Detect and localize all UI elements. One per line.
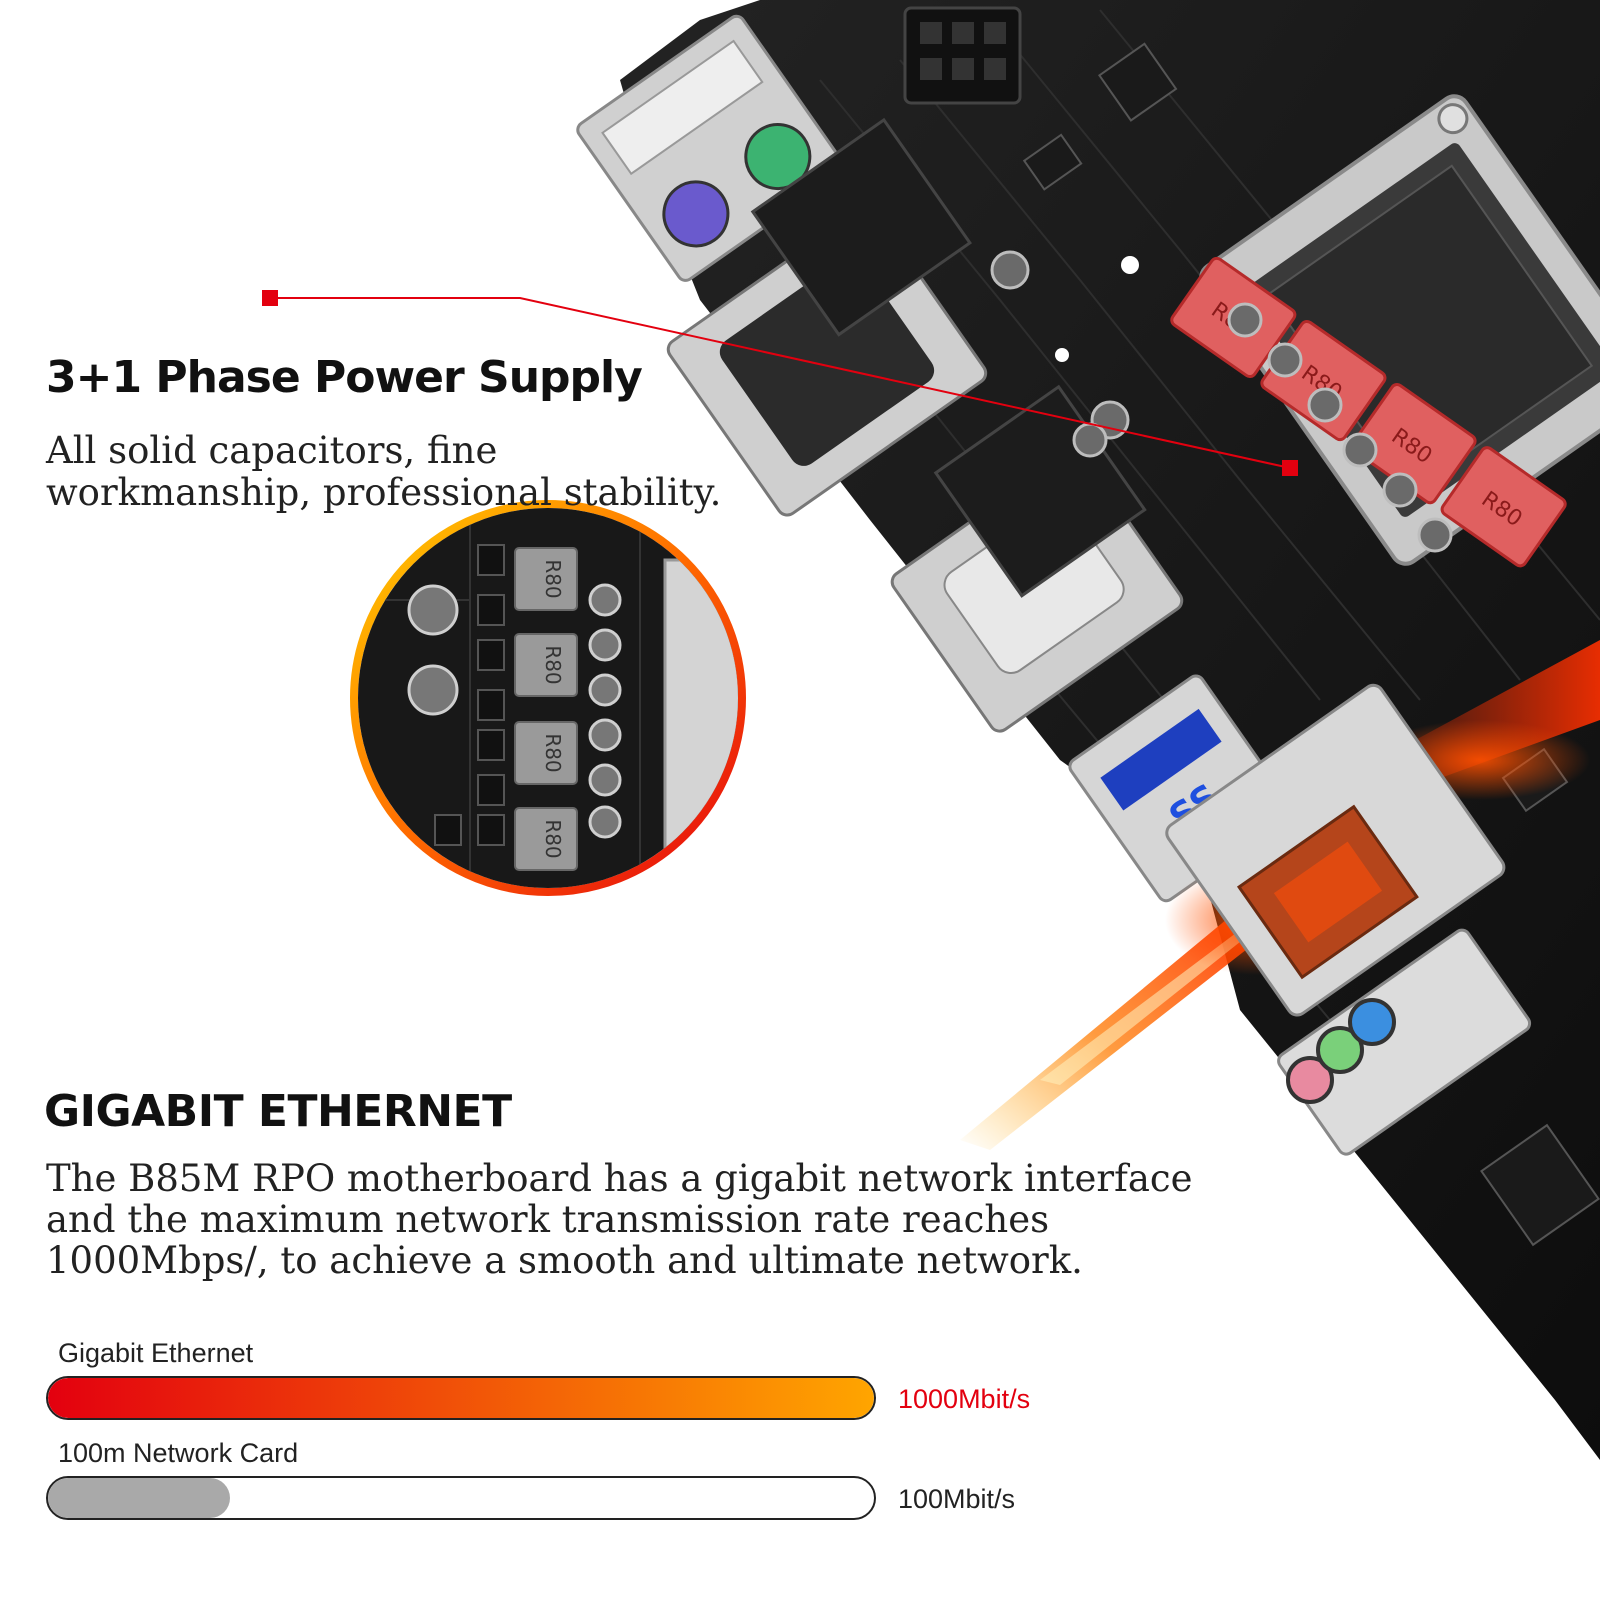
100m-speed-bar-fill bbox=[48, 1478, 230, 1518]
mounting-hole bbox=[1055, 348, 1069, 362]
zoom-circle: R80 R80 R80 R80 bbox=[350, 500, 746, 896]
gigabit-speed-bar-fill bbox=[48, 1378, 874, 1418]
svg-text:R80: R80 bbox=[541, 645, 565, 684]
power-connector bbox=[903, 6, 1022, 105]
zoom-inductor: R80 bbox=[514, 547, 578, 611]
gigabit-speed-value: 1000Mbit/s bbox=[898, 1384, 1031, 1414]
callout-pointer bbox=[262, 290, 1298, 476]
100m-speed-value: 100Mbit/s bbox=[898, 1484, 1016, 1514]
audio-jacks bbox=[1277, 928, 1532, 1156]
ethernet-section-description: The B85M RPO motherboard has a gigabit n… bbox=[46, 1157, 1193, 1282]
100m-speed-bar bbox=[46, 1476, 876, 1520]
zoom-inductor: R80 bbox=[514, 807, 578, 871]
mounting-hole bbox=[1121, 256, 1139, 274]
zoom-inductor: R80 bbox=[514, 633, 578, 697]
svg-text:R80: R80 bbox=[541, 819, 565, 858]
svg-text:R80: R80 bbox=[541, 559, 565, 598]
power-section-description: All solid capacitors, fine workmanship, … bbox=[46, 429, 722, 514]
gigabit-label: Gigabit Ethernet bbox=[58, 1338, 254, 1368]
vga-port bbox=[666, 117, 988, 517]
power-section-title: 3+1 Phase Power Supply bbox=[46, 352, 643, 403]
ethernet-port bbox=[1165, 683, 1506, 1017]
ethernet-section-title: GIGABIT ETHERNET bbox=[44, 1086, 512, 1137]
svg-text:R80: R80 bbox=[541, 733, 565, 772]
gigabit-speed-bar bbox=[46, 1376, 876, 1420]
inductor: R80 bbox=[1440, 446, 1567, 568]
100m-label: 100m Network Card bbox=[58, 1438, 299, 1468]
zoom-inductor: R80 bbox=[514, 721, 578, 785]
